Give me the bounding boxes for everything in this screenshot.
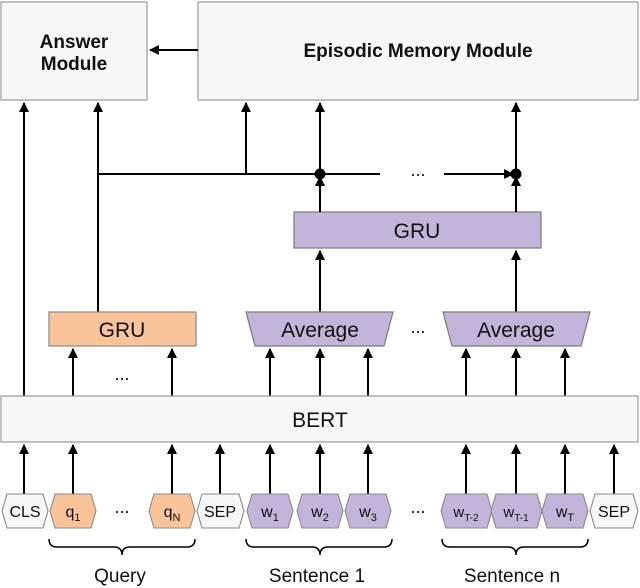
bus-ellipsis: ... — [410, 160, 425, 180]
bert-label: BERT — [292, 409, 348, 432]
token-qN: qN — [148, 493, 196, 529]
token-wT1-sub: T-1 — [514, 513, 529, 524]
token-w3-label: w — [358, 504, 371, 521]
svg-text:qN: qN — [164, 504, 181, 524]
answer-module-label-line2: Module — [41, 54, 108, 75]
token-qN-label: q — [164, 504, 173, 521]
token-q1-sub: 1 — [74, 512, 80, 524]
query-gru-input-ellipsis: ... — [114, 364, 129, 384]
query-brace — [48, 538, 196, 556]
token-q1: q1 — [49, 493, 97, 529]
query-gru-label: GRU — [99, 319, 146, 342]
token-sep-2-label: SEP — [598, 504, 630, 521]
token-w1-sub: 1 — [273, 512, 279, 524]
token-sep-2: SEP — [589, 493, 639, 529]
query-group-label: Query — [94, 566, 146, 587]
token-sep-1: SEP — [196, 493, 245, 529]
token-w2: w2 — [296, 493, 344, 529]
episodic-memory-module-label: Episodic Memory Module — [303, 41, 532, 62]
query-gru: GRU — [48, 311, 197, 347]
token-wT-label: w — [555, 504, 568, 521]
token-wT1: wT-1 — [490, 493, 543, 529]
sentence-n-brace — [441, 538, 589, 556]
answer-module-label-line1: Answer — [40, 32, 109, 53]
average-sentence-n: Average — [442, 311, 591, 347]
sentence-1-group-label: Sentence 1 — [269, 566, 365, 587]
average-sentence-1-label: Average — [281, 319, 359, 342]
token-wT: wT — [541, 493, 589, 529]
token-w3-sub: 3 — [371, 512, 377, 524]
svg-text:q1: q1 — [65, 504, 80, 524]
token-q1-label: q — [65, 504, 74, 521]
token-cls: CLS — [1, 493, 49, 529]
token-wT2-sub: T-2 — [464, 513, 479, 524]
svg-text:wT-1: wT-1 — [502, 504, 529, 524]
sentence-n-group-label: Sentence n — [464, 566, 560, 587]
token-qN-sub: N — [172, 512, 180, 524]
episodic-memory-module: Episodic Memory Module — [197, 1, 639, 101]
svg-text:wT: wT — [555, 504, 575, 524]
average-sentence-1: Average — [245, 311, 394, 347]
answer-module: Answer Module — [0, 1, 148, 101]
sentence-token-ellipsis: ... — [410, 497, 425, 517]
token-wT2-label: w — [452, 504, 464, 521]
sentence-gru-label: GRU — [394, 220, 441, 243]
svg-text:w2: w2 — [310, 504, 329, 524]
query-token-ellipsis: ... — [114, 497, 129, 517]
sentence-gru: GRU — [293, 211, 542, 249]
token-sep-1-label: SEP — [204, 504, 236, 521]
average-ellipsis: ... — [410, 317, 425, 337]
svg-text:wT-2: wT-2 — [452, 504, 479, 524]
token-wT2: wT-2 — [440, 493, 493, 529]
token-w1-label: w — [260, 504, 273, 521]
token-w2-label: w — [310, 504, 323, 521]
token-w1: w1 — [246, 493, 294, 529]
svg-text:w1: w1 — [260, 504, 279, 524]
token-w2-sub: 2 — [323, 512, 329, 524]
token-wT1-label: w — [502, 504, 514, 521]
average-sentence-n-label: Average — [477, 319, 555, 342]
svg-text:w3: w3 — [358, 504, 377, 524]
token-wT-sub: T — [567, 512, 574, 524]
token-cls-label: CLS — [9, 504, 40, 521]
sentence-1-brace — [245, 538, 393, 556]
bert-module: BERT — [0, 395, 639, 443]
token-w3: w3 — [344, 493, 392, 529]
